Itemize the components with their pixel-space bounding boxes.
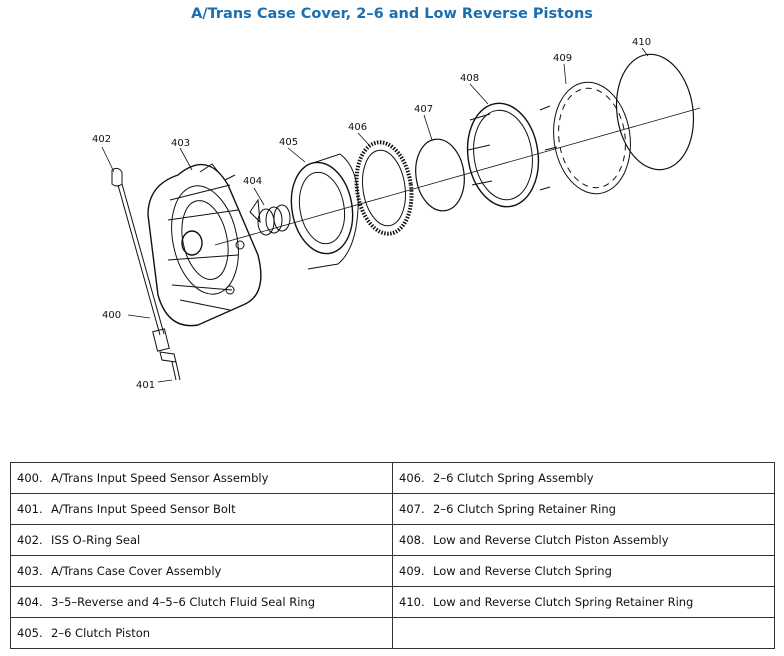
fluid-seal-ring-shape	[249, 198, 291, 236]
callout-408: 408	[460, 73, 479, 84]
legend-part-number: 400.	[17, 471, 43, 485]
sensor-bolt-shape	[171, 361, 181, 381]
clutch-piston-shape	[290, 153, 359, 270]
legend-part-number: 405.	[17, 626, 43, 640]
legend-part-label: 2–6 Clutch Piston	[51, 626, 151, 640]
legend-part-number: 402.	[17, 533, 43, 547]
legend-part-number: 409.	[399, 564, 425, 578]
legend-cell-left: 402. ISS O-Ring Seal	[10, 524, 393, 556]
callout-403: 403	[171, 138, 190, 149]
legend-cell-left: 403. A/Trans Case Cover Assembly	[10, 555, 393, 587]
legend-cell-left: 405. 2–6 Clutch Piston	[10, 617, 393, 649]
legend-cell-right: 409. Low and Reverse Clutch Spring	[392, 555, 775, 587]
legend-row: 401. A/Trans Input Speed Sensor Bolt 407. 2…	[10, 493, 775, 525]
retainer-ring-shape	[415, 138, 465, 212]
legend-part-label: 2–6 Clutch Spring Retainer Ring	[433, 502, 616, 516]
legend-part-label: 3–5–Reverse and 4–5–6 Clutch Fluid Seal …	[51, 595, 315, 609]
low-reverse-piston-shape	[466, 102, 558, 208]
legend-cell-right: 406. 2–6 Clutch Spring Assembly	[392, 462, 775, 494]
callout-409: 409	[553, 53, 572, 64]
legend-cell-left: 404. 3–5–Reverse and 4–5–6 Clutch Fluid S…	[10, 586, 393, 618]
legend-part-label: A/Trans Input Speed Sensor Assembly	[51, 471, 269, 485]
legend-part-number: 406.	[399, 471, 425, 485]
legend-cell-right: 410. Low and Reverse Clutch Spring Retain…	[392, 586, 775, 618]
case-cover-shape	[147, 163, 262, 327]
legend-part-label: Low and Reverse Clutch Spring	[433, 564, 612, 578]
callout-404: 404	[243, 176, 262, 187]
legend-row: 402. ISS O-Ring Seal 408. Low and Reverse C…	[10, 524, 775, 556]
low-reverse-spring-shape	[553, 81, 631, 195]
legend-cell-left: 400. A/Trans Input Speed Sensor Assembly	[10, 462, 393, 494]
callout-407: 407	[414, 104, 433, 115]
legend-part-label: Low and Reverse Clutch Spring Retainer R…	[433, 595, 694, 609]
legend-row: 403. A/Trans Case Cover Assembly 409. Low a…	[10, 555, 775, 587]
spring-assembly-shape	[354, 140, 414, 236]
legend-part-label: ISS O-Ring Seal	[51, 533, 141, 547]
page-title: A/Trans Case Cover, 2–6 and Low Reverse …	[191, 6, 593, 22]
legend-part-number: 404.	[17, 595, 43, 609]
legend-part-number: 408.	[399, 533, 425, 547]
legend-part-number: 403.	[17, 564, 43, 578]
assembly-axis	[214, 107, 701, 246]
legend-row: 404. 3–5–Reverse and 4–5–6 Clutch Fluid S…	[10, 586, 775, 618]
legend-part-label: A/Trans Case Cover Assembly	[51, 564, 222, 578]
legend-row: 405. 2–6 Clutch Piston	[10, 617, 775, 649]
legend-part-number: 407.	[399, 502, 425, 516]
callout-405: 405	[279, 137, 298, 148]
legend-part-label: 2–6 Clutch Spring Assembly	[433, 471, 594, 485]
callout-400: 400	[102, 310, 121, 321]
legend-part-label: Low and Reverse Clutch Piston Assembly	[433, 533, 669, 547]
legend-cell-right: 408. Low and Reverse Clutch Piston Assemb…	[392, 524, 775, 556]
callout-402: 402	[92, 134, 111, 145]
exploded-parts-diagram: 400 401 402 403 404 405 406 407 408 409 …	[92, 37, 701, 391]
legend-cell-left: 401. A/Trans Input Speed Sensor Bolt	[10, 493, 393, 525]
callout-406: 406	[348, 122, 367, 133]
speed-sensor-shape	[111, 167, 177, 363]
legend-part-label: A/Trans Input Speed Sensor Bolt	[51, 502, 236, 516]
callout-401: 401	[136, 380, 155, 391]
legend-cell-right	[392, 617, 775, 649]
legend-part-number: 401.	[17, 502, 43, 516]
legend-cell-right: 407. 2–6 Clutch Spring Retainer Ring	[392, 493, 775, 525]
callout-410: 410	[632, 37, 651, 48]
legend-part-number: 410.	[399, 595, 425, 609]
